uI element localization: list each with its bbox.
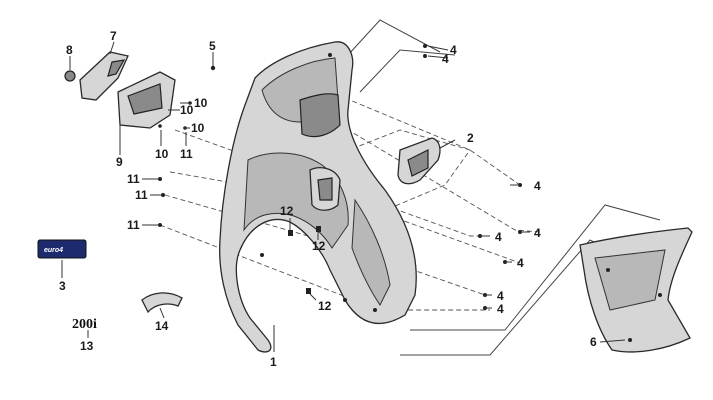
leader-lines <box>61 41 626 352</box>
callout-3: 3 <box>59 279 66 293</box>
callout-4a: 4 <box>450 43 457 57</box>
callout-14: 14 <box>155 319 169 333</box>
callout-12b: 12 <box>312 239 326 253</box>
callout-10d: 10 <box>155 147 169 161</box>
callout-4b: 4 <box>442 52 449 66</box>
callout-numbers: 1 2 3 4 4 4 4 4 4 4 4 5 6 7 8 9 10 10 10… <box>59 29 597 369</box>
callout-10c: 10 <box>191 121 205 135</box>
euro4-decal: euro4 <box>37 239 87 259</box>
callout-4h: 4 <box>497 302 504 316</box>
callout-11d: 11 <box>127 218 140 232</box>
callout-2: 2 <box>467 131 474 145</box>
callout-11a: 11 <box>180 147 193 161</box>
callout-10b: 10 <box>180 103 194 117</box>
callout-4g: 4 <box>497 289 504 303</box>
decal-200i-text: 200i <box>72 317 97 332</box>
callout-10a: 10 <box>194 96 208 110</box>
callout-13: 13 <box>80 339 94 353</box>
callout-12c: 12 <box>318 299 332 313</box>
callout-9: 9 <box>116 155 123 169</box>
vent-trim-pieces <box>309 137 441 211</box>
callout-8: 8 <box>66 43 73 57</box>
callout-11b: 11 <box>127 172 140 186</box>
small-trim-piece <box>141 292 183 314</box>
euro4-logo-text: euro4 <box>44 247 63 254</box>
callout-4c: 4 <box>534 179 541 193</box>
inner-panel <box>579 227 693 353</box>
callout-5: 5 <box>209 39 216 53</box>
callout-4e: 4 <box>534 226 541 240</box>
callout-4f: 4 <box>517 256 524 270</box>
callout-1: 1 <box>270 355 277 369</box>
callout-12a: 12 <box>280 204 294 218</box>
upper-bracket-assembly <box>64 51 176 129</box>
callout-7: 7 <box>110 29 117 43</box>
callout-11c: 11 <box>135 188 148 202</box>
callout-6: 6 <box>590 335 597 349</box>
callout-4d: 4 <box>495 230 502 244</box>
